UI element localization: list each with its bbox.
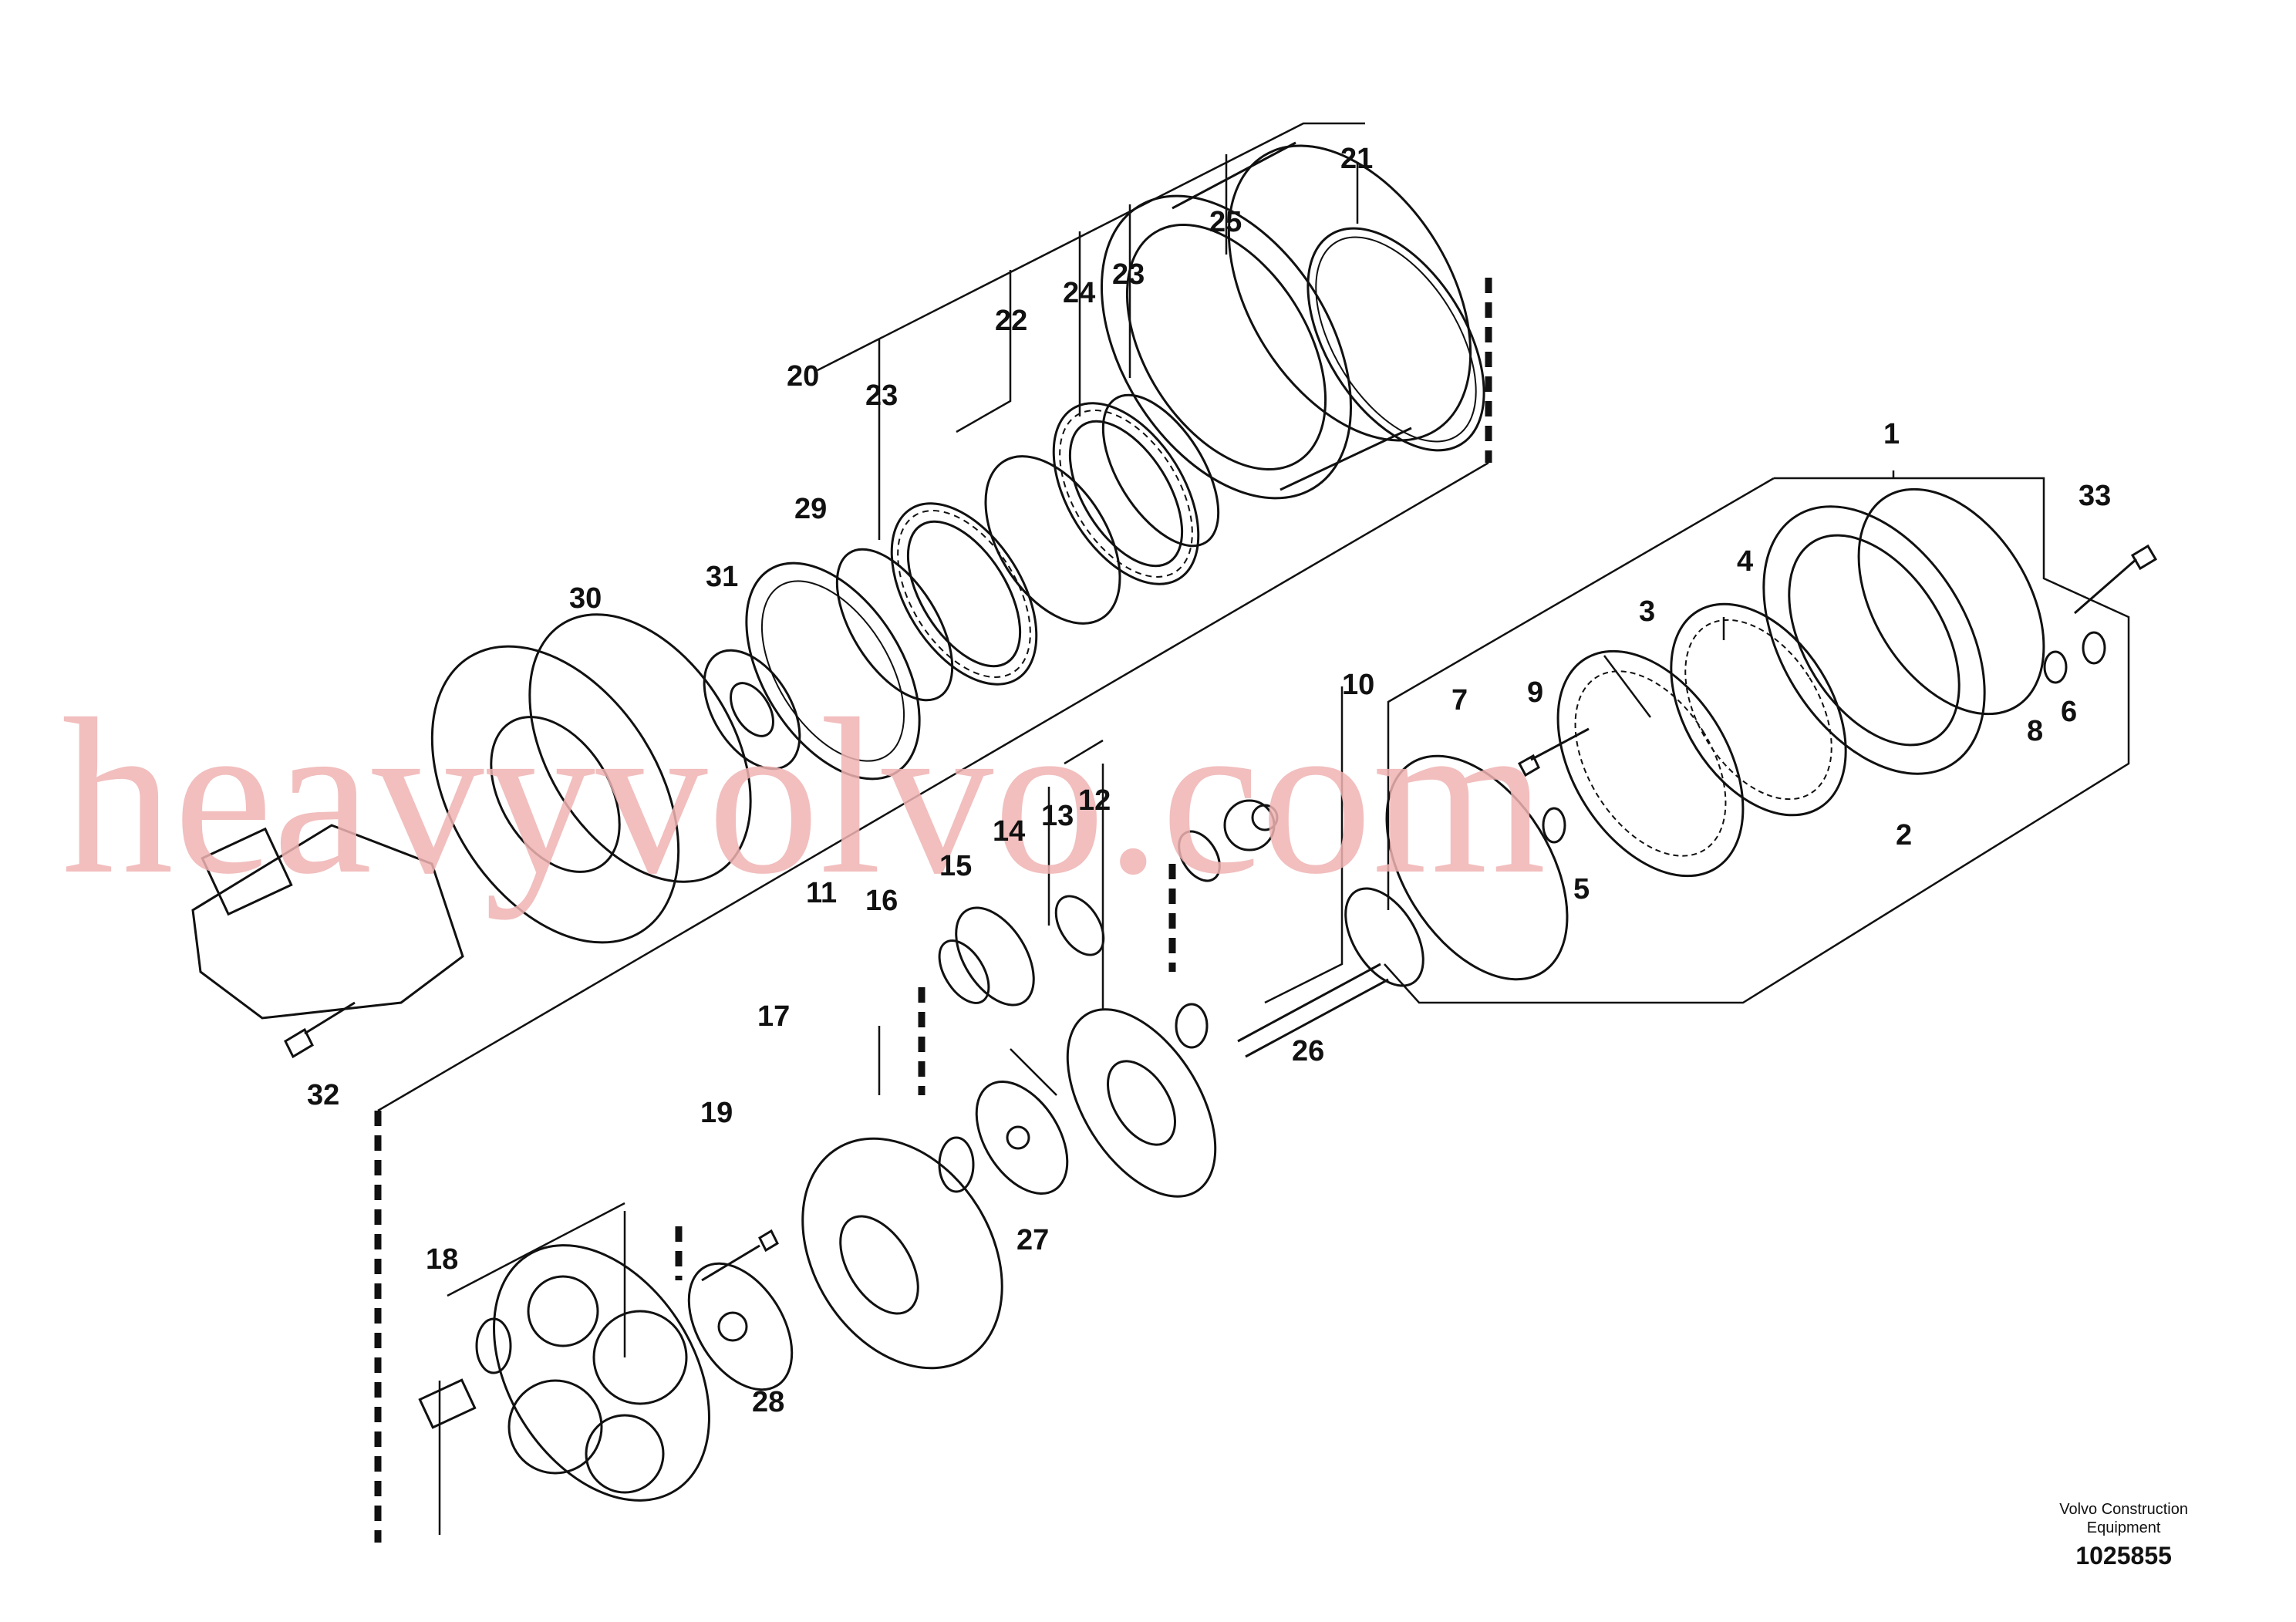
callout-1: 1 bbox=[1883, 418, 1900, 450]
ring-gear-3 bbox=[1556, 649, 1745, 878]
bolt-19 bbox=[701, 1229, 779, 1282]
publisher-line-2: Equipment bbox=[2086, 1519, 2161, 1536]
sun-shaft-26 bbox=[1237, 887, 1424, 1058]
callout-29: 29 bbox=[794, 493, 827, 525]
callout-22: 22 bbox=[995, 305, 1027, 337]
drawing-stamp: Volvo Construction Equipment 1025855 bbox=[2059, 1500, 2188, 1570]
callout-8: 8 bbox=[2027, 715, 2043, 747]
cover-1 bbox=[1762, 487, 2045, 775]
callout-4: 4 bbox=[1737, 545, 1753, 578]
bolt-33 bbox=[2074, 544, 2158, 615]
callout-labels: 1 2 3 4 5 6 7 8 9 10 11 12 13 14 15 16 1… bbox=[307, 143, 2111, 1418]
callout-6: 6 bbox=[2061, 696, 2077, 728]
leader-lines bbox=[377, 122, 2130, 1535]
callout-11: 11 bbox=[806, 877, 837, 909]
callout-7: 7 bbox=[1451, 684, 1468, 717]
carrier-17 bbox=[493, 1244, 710, 1502]
callout-28: 28 bbox=[752, 1386, 784, 1418]
callout-14: 14 bbox=[993, 815, 1025, 848]
callout-23a: 23 bbox=[865, 379, 898, 412]
bearing-22 bbox=[890, 502, 1038, 686]
callout-16: 16 bbox=[865, 885, 898, 917]
shim-31 bbox=[703, 649, 801, 771]
callout-25: 25 bbox=[1209, 206, 1242, 238]
seal-ring-23 bbox=[835, 393, 1220, 702]
watermark-text: heavyvolvo.com bbox=[62, 673, 1546, 920]
bolt-9 bbox=[1517, 727, 1590, 777]
seal-ring-21 bbox=[1306, 227, 1485, 452]
callout-3: 3 bbox=[1639, 595, 1655, 628]
callout-12: 12 bbox=[1078, 784, 1111, 817]
callout-2: 2 bbox=[1896, 819, 1912, 851]
o-ring-7 bbox=[1385, 754, 1569, 981]
bearing-race bbox=[984, 455, 1121, 625]
callout-26: 26 bbox=[1292, 1035, 1324, 1067]
motor-flange-30 bbox=[430, 613, 752, 944]
plug-6 bbox=[2082, 631, 2106, 665]
hub-housing-25 bbox=[1100, 141, 1472, 500]
washer-8 bbox=[2043, 650, 2068, 684]
floating-seal-29 bbox=[745, 561, 921, 781]
callout-19: 19 bbox=[700, 1097, 733, 1129]
callout-9: 9 bbox=[1527, 676, 1543, 709]
bolt-32 bbox=[284, 1001, 356, 1059]
callout-23b: 23 bbox=[1112, 258, 1145, 291]
callout-5: 5 bbox=[1573, 873, 1590, 905]
carrier-10 bbox=[1066, 799, 1279, 1198]
callout-10: 10 bbox=[1342, 669, 1374, 701]
callout-31: 31 bbox=[706, 561, 738, 593]
callout-21: 21 bbox=[1340, 143, 1373, 175]
callout-20: 20 bbox=[787, 360, 819, 393]
callout-18: 18 bbox=[426, 1243, 458, 1276]
callout-15: 15 bbox=[939, 850, 972, 882]
bearing-24 bbox=[1052, 402, 1200, 585]
drawing-number: 1025855 bbox=[2075, 1542, 2172, 1570]
callout-33: 33 bbox=[2079, 480, 2111, 512]
sun-gear-28 bbox=[687, 1262, 794, 1391]
thrust-plate-5 bbox=[1542, 807, 1566, 844]
assembly-brackets bbox=[374, 278, 1492, 1543]
callout-32: 32 bbox=[307, 1079, 339, 1111]
planet-gear-27 bbox=[938, 1081, 1069, 1195]
needle-bearing-18 bbox=[418, 1317, 512, 1429]
callout-24: 24 bbox=[1063, 277, 1095, 309]
ring-gear-4 bbox=[1670, 602, 1847, 817]
callout-27: 27 bbox=[1017, 1224, 1049, 1256]
publisher-line-1: Volvo Construction bbox=[2059, 1501, 2188, 1518]
travel-motor bbox=[191, 824, 464, 1020]
callout-17: 17 bbox=[757, 1000, 790, 1033]
callout-30: 30 bbox=[569, 582, 602, 615]
carrier-11 bbox=[801, 895, 1105, 1370]
callout-13: 13 bbox=[1041, 800, 1074, 832]
